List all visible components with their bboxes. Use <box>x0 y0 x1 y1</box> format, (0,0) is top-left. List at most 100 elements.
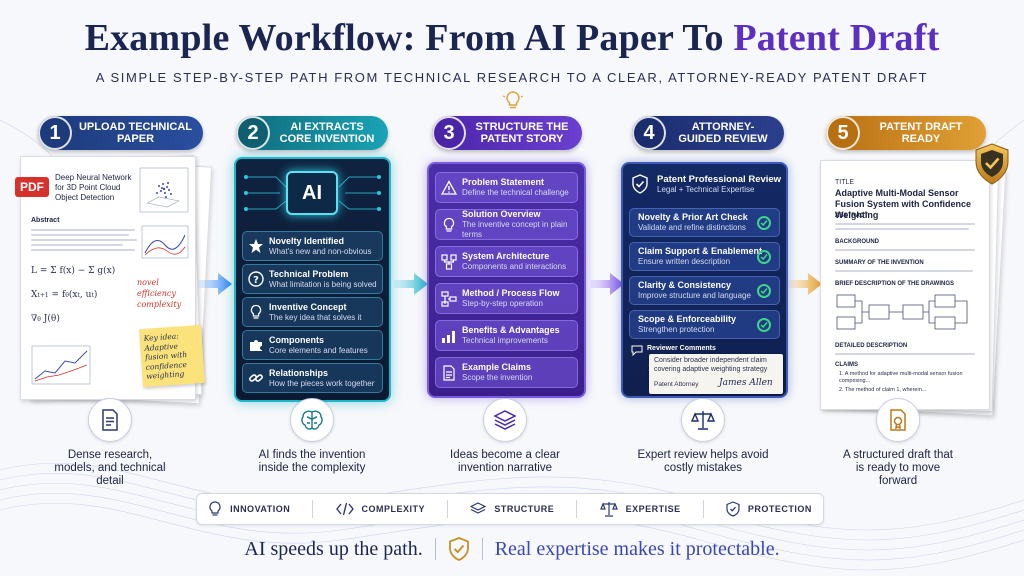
text-line <box>31 244 123 246</box>
legend-expertise: EXPERTISE <box>600 501 681 517</box>
note-novel: novel <box>137 277 181 288</box>
pdf-badge: PDF <box>15 177 49 197</box>
ai-chip-label: AI <box>302 182 322 205</box>
legend-label: EXPERTISE <box>626 504 681 514</box>
tagline-right: Real expertise makes it protectable. <box>495 538 780 561</box>
draft-claim-1: 1. A method for adaptive multi-modal sen… <box>839 371 975 385</box>
review-header-title: Patent Professional Review <box>657 174 781 185</box>
comment-note: Consider broader independent claim cover… <box>649 354 783 394</box>
draft-section-claims: CLAIMS <box>835 362 858 368</box>
item-title: Novelty Identified <box>269 236 371 247</box>
review-header-desc: Legal + Technical Expertise <box>657 185 781 194</box>
note-complexity: complexity <box>137 299 181 310</box>
legend-protection: PROTECTION <box>726 501 812 517</box>
warning-icon <box>441 180 457 196</box>
text-line <box>31 239 137 241</box>
ai-extraction-panel: AI Novelty IdentifiedWhat's new and non-… <box>234 157 391 402</box>
item-desc: How the pieces work together <box>269 379 374 389</box>
check-icon <box>757 284 771 298</box>
note-efficiency: efficiency <box>137 288 181 299</box>
margin-notes: novel efficiency complexity <box>137 277 181 310</box>
item-desc: The key idea that solves it <box>269 313 362 323</box>
step-number: 2 <box>236 116 270 150</box>
tagline-left: AI speeds up the path. <box>244 538 422 561</box>
document-icon <box>100 409 120 431</box>
step-label: PATENT DRAFT READY <box>860 121 986 145</box>
item-title: Solution Overview <box>462 209 577 220</box>
item-title: Benefits & Advantages <box>462 325 560 336</box>
item-title: Components <box>269 335 368 346</box>
step-4-circle <box>681 398 725 442</box>
story-item-solution: Solution OverviewThe inventive concept i… <box>435 209 578 240</box>
svg-text:L = Σ f(x) − Σ g(x): L = Σ f(x) − Σ g(x) <box>31 265 115 276</box>
ai-item-technical-problem: ? Technical ProblemWhat limitation is be… <box>242 264 383 294</box>
item-desc: Improve structure and language <box>638 291 751 301</box>
item-desc: The inventive concept in plain terms <box>462 220 577 240</box>
step-2-caption: AI finds the invention inside the comple… <box>244 449 380 475</box>
line-chart-thumbnail <box>141 225 189 259</box>
signature: James Allen <box>719 378 773 388</box>
comment-icon <box>631 345 643 356</box>
research-paper: PDF Deep Neural Network for 3D Point Clo… <box>20 156 196 400</box>
draft-section-abstract: ABSTRACT <box>835 213 868 219</box>
reviewer-comments-label: Reviewer Comments <box>647 345 716 352</box>
legend-label: INNOVATION <box>230 504 290 514</box>
story-item-problem: Problem StatementDefine the technical ch… <box>435 172 578 203</box>
tagline: AI speeds up the path. Real expertise ma… <box>0 537 1024 561</box>
draft-section-summary: SUMMARY OF THE INVENTION <box>835 260 924 266</box>
step-label: STRUCTURE THE PATENT STORY <box>466 121 582 145</box>
ai-item-components: ComponentsCore elements and features <box>242 330 383 360</box>
item-title: System Architecture <box>462 251 566 262</box>
shield-check-icon <box>448 537 470 561</box>
step-3-caption: Ideas become a clear invention narrative <box>444 449 566 475</box>
patent-draft: TITLE Adaptive Multi-Modal Sensor Fusion… <box>820 160 990 410</box>
item-desc: Ensure written description <box>638 257 762 267</box>
shield-check-icon <box>726 501 740 517</box>
lightbulb-icon <box>441 217 457 233</box>
item-desc: What's new and non-obvious <box>269 247 371 257</box>
puzzle-icon <box>248 337 264 353</box>
code-icon <box>336 502 354 516</box>
draft-claim-2: 2. The method of claim 1, wherein... <box>839 387 975 394</box>
text-line <box>835 270 973 272</box>
results-chart-thumbnail <box>31 345 91 385</box>
item-title: Example Claims <box>462 362 532 373</box>
step-number: 1 <box>38 116 72 150</box>
check-icon <box>757 250 771 264</box>
step-3-circle <box>483 398 527 442</box>
svg-text:?: ? <box>253 275 259 286</box>
item-title: Relationships <box>269 368 374 379</box>
attorney-review-panel: Patent Professional Review Legal + Techn… <box>621 162 788 398</box>
step-label: ATTORNEY-GUIDED REVIEW <box>666 121 784 145</box>
flow-arrow-2 <box>394 270 428 298</box>
gold-shield-check-badge <box>972 142 1012 186</box>
abstract-heading: Abstract <box>31 217 59 224</box>
legend-structure: STRUCTURE <box>470 502 554 516</box>
tagline-divider <box>482 538 483 560</box>
review-item-claim-support: Claim Support & EnablementEnsure written… <box>629 242 780 271</box>
page-title: Example Workflow: From AI Paper To Paten… <box>0 16 1024 60</box>
legend-label: STRUCTURE <box>494 504 554 514</box>
item-title: Method / Process Flow <box>462 288 560 299</box>
step-5-header: 5 PATENT DRAFT READY <box>826 116 986 150</box>
equations-handwritten: L = Σ f(x) − Σ g(x) Xt+1 = fθ(xt, ut) ∇θ… <box>29 261 139 331</box>
block-diagram-thumbnail <box>835 291 977 335</box>
step-label: UPLOAD TECHNICAL PAPER <box>72 121 203 145</box>
legend-bar: INNOVATION COMPLEXITY STRUCTURE EXPERTIS… <box>196 493 824 525</box>
title-main: Example Workflow: From AI Paper To <box>85 17 734 59</box>
reviewer-comments: Reviewer Comments Consider broader indep… <box>629 344 780 392</box>
page-subtitle: A SIMPLE STEP-BY-STEP PATH FROM TECHNICA… <box>0 70 1024 85</box>
item-desc: Validate and refine distinctions <box>638 223 748 233</box>
text-line <box>835 228 969 230</box>
story-item-architecture: System ArchitectureComponents and intera… <box>435 246 578 277</box>
question-icon: ? <box>248 271 264 287</box>
step-5-caption: A structured draft that is ready to move… <box>838 449 958 488</box>
flow-arrow-3 <box>590 270 624 298</box>
lightbulb-icon <box>248 304 264 320</box>
link-icon <box>248 370 264 386</box>
ai-item-inventive-concept: Inventive ConceptThe key idea that solve… <box>242 297 383 327</box>
item-title: Technical Problem <box>269 269 377 280</box>
item-desc: What limitation is being solved <box>269 280 377 290</box>
legend-divider <box>312 500 313 518</box>
certificate-icon <box>888 409 908 431</box>
